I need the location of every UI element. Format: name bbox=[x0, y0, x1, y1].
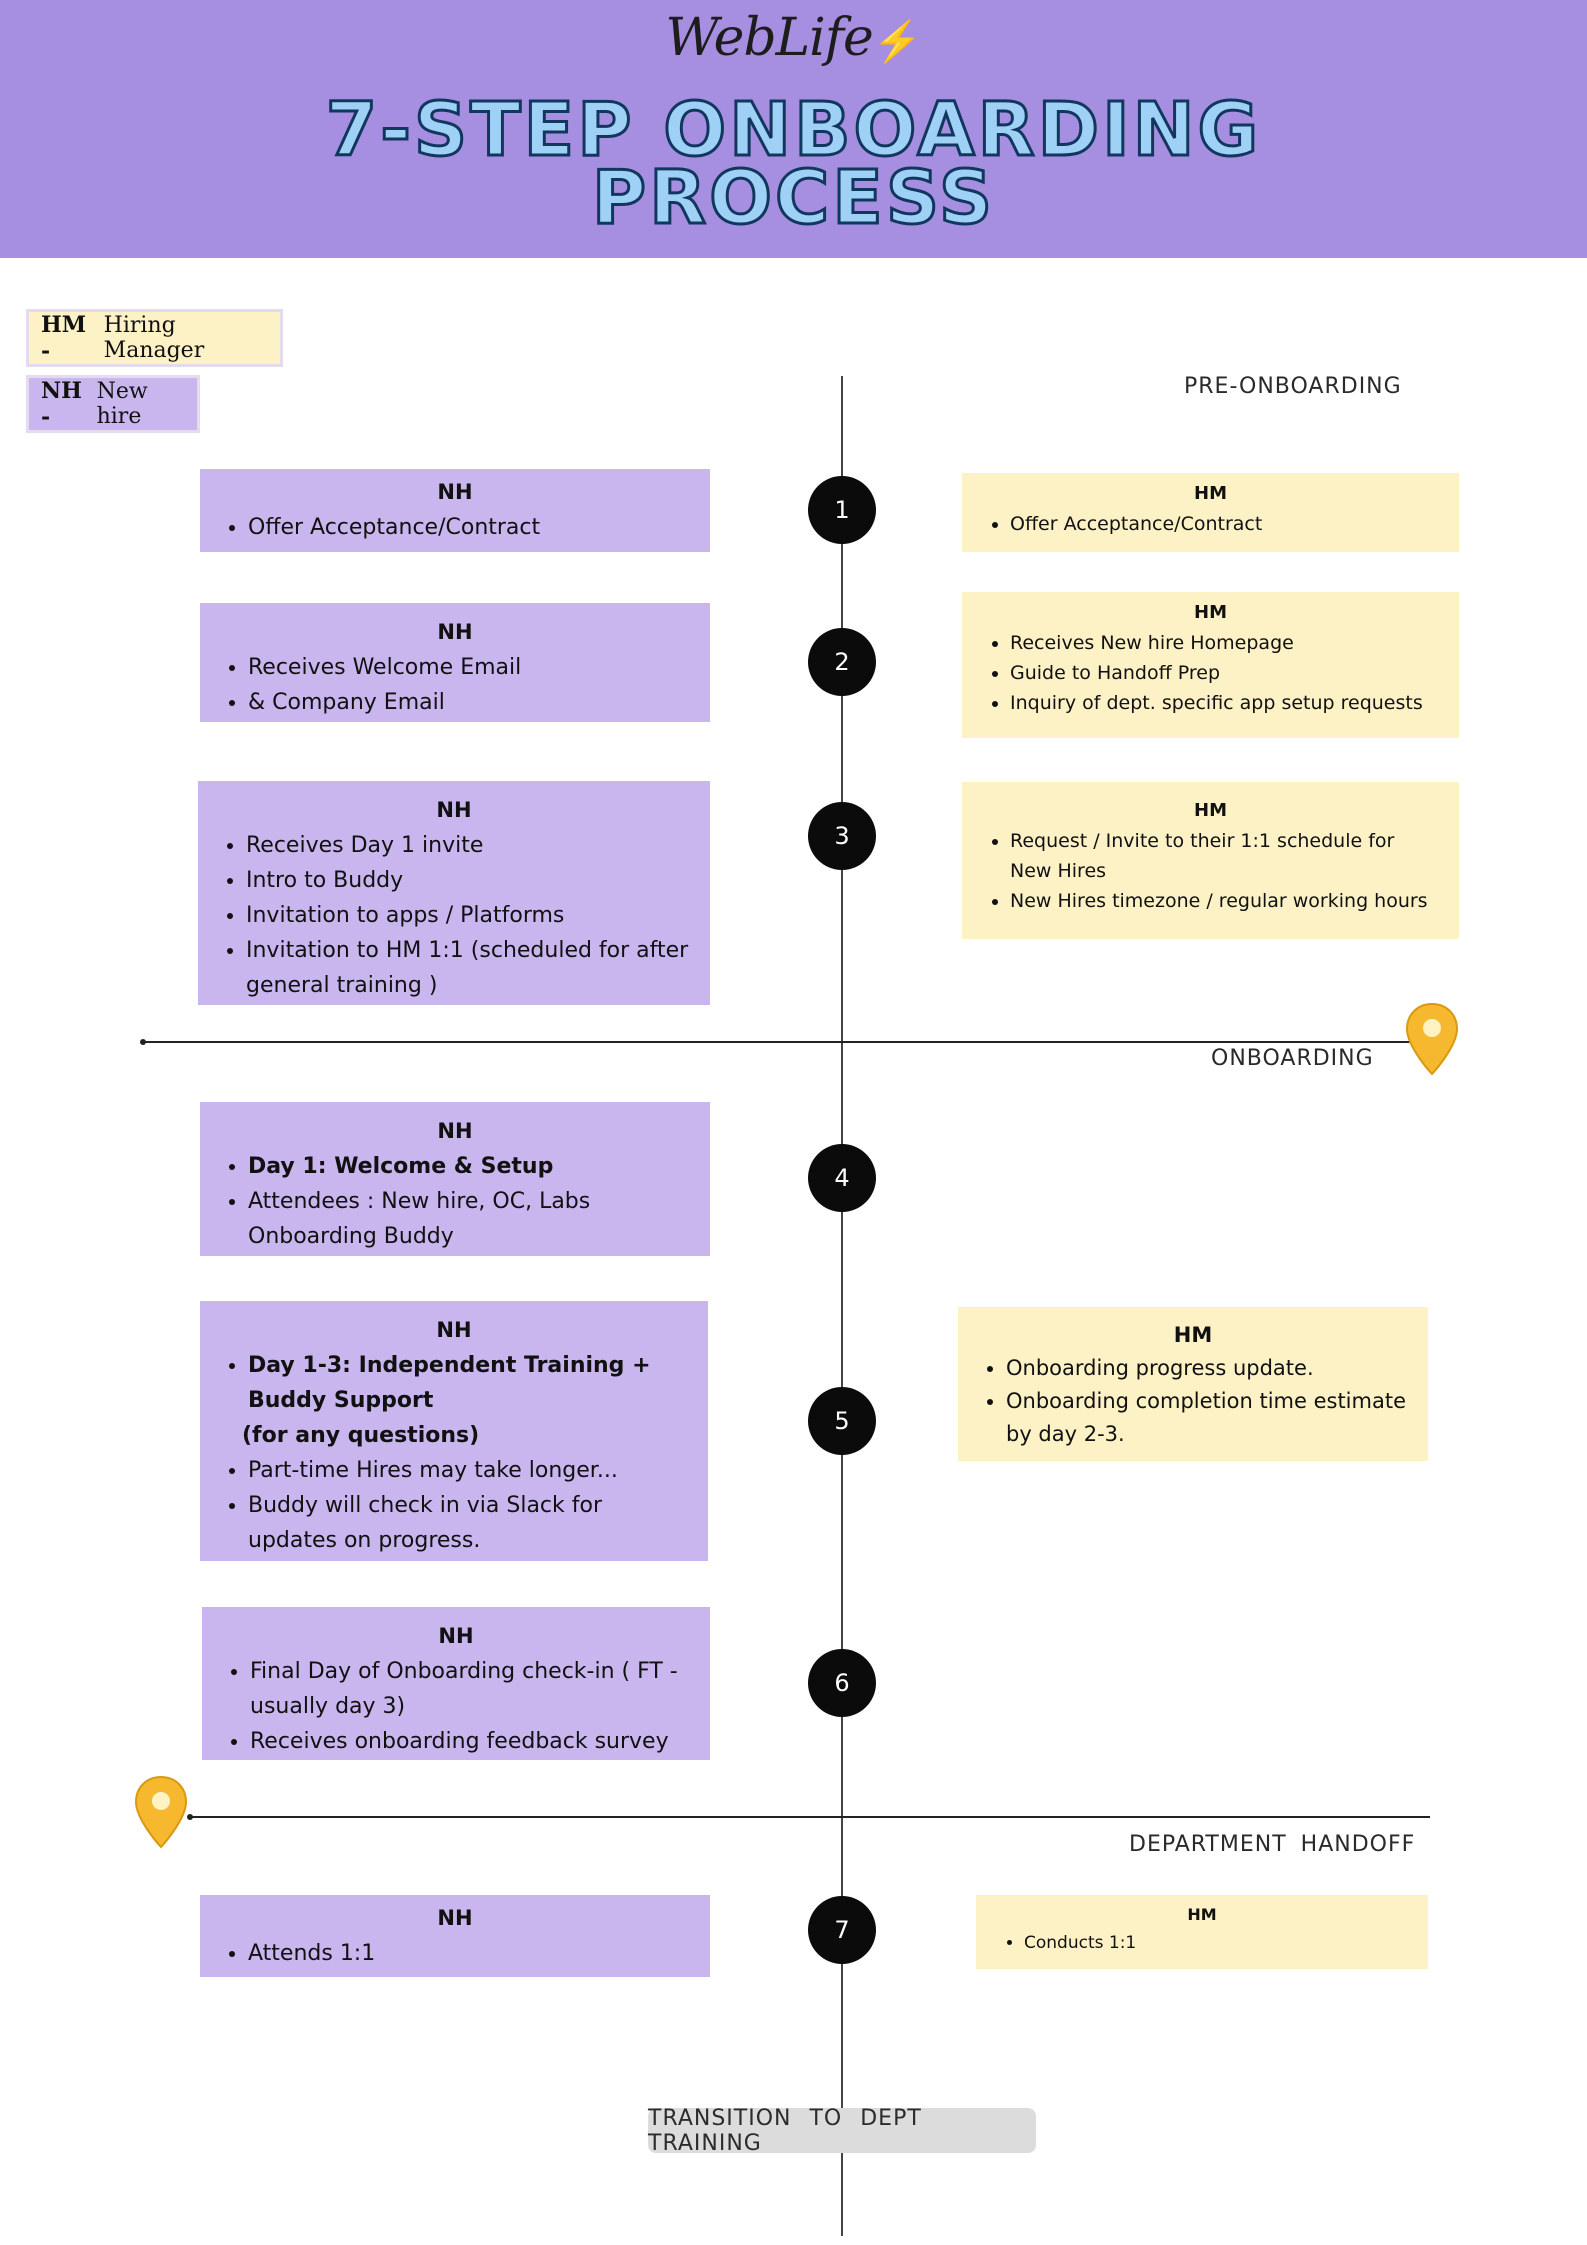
nh-box-step-3: NH Receives Day 1 invite Intro to Buddy … bbox=[198, 781, 710, 1005]
logo: WebLife⚡ bbox=[0, 8, 1587, 68]
list-item: Intro to Buddy bbox=[246, 863, 692, 898]
legend-hm-abbr: HM - bbox=[41, 312, 87, 364]
box-heading: HM bbox=[1173, 1323, 1213, 1347]
nh-box-step-6: NH Final Day of Onboarding check-in ( FT… bbox=[202, 1607, 710, 1760]
box-heading: HM bbox=[1194, 800, 1227, 821]
hm-box-step-3: HM Request / Invite to their 1:1 schedul… bbox=[962, 782, 1459, 939]
map-pin-icon bbox=[1405, 1002, 1459, 1076]
page-title-line-2: PROCESS bbox=[590, 155, 996, 241]
list-item: Final Day of Onboarding check-in ( FT - … bbox=[250, 1654, 692, 1724]
phase-onboarding: ONBOARDING bbox=[1211, 1046, 1374, 1071]
box-heading: HM bbox=[1194, 483, 1227, 504]
list-item: Inquiry of dept. specific app setup requ… bbox=[1010, 688, 1441, 718]
list-item: Request / Invite to their 1:1 schedule f… bbox=[1010, 826, 1441, 886]
box-heading: NH bbox=[437, 1119, 473, 1143]
legend-hm: HM - Hiring Manager bbox=[26, 309, 283, 367]
handoff-divider bbox=[187, 1814, 1430, 1820]
step-5-circle: 5 bbox=[808, 1387, 876, 1455]
step-7-circle: 7 bbox=[808, 1896, 876, 1964]
nh-box-step-5: NH Day 1-3: Independent Training + Buddy… bbox=[200, 1301, 708, 1561]
list-item: Offer Acceptance/Contract bbox=[1010, 509, 1441, 539]
list-item: Day 1-3: Independent Training + Buddy Su… bbox=[248, 1348, 690, 1418]
hm-box-step-2: HM Receives New hire Homepage Guide to H… bbox=[962, 592, 1459, 738]
page-title-line-1: 7-STEP ONBOARDING bbox=[324, 87, 1262, 173]
logo-text: WebLife bbox=[665, 8, 873, 68]
legend-nh-label: New hire bbox=[96, 379, 148, 429]
hm-box-step-7: HM Conducts 1:1 bbox=[976, 1895, 1428, 1969]
timeline-axis bbox=[841, 376, 843, 2236]
list-item: Day 1: Welcome & Setup bbox=[248, 1149, 692, 1184]
step-3-circle: 3 bbox=[808, 802, 876, 870]
list-item: Buddy will check in via Slack for update… bbox=[248, 1488, 690, 1558]
list-item: Invitation to HM 1:1 (scheduled for afte… bbox=[246, 933, 692, 1003]
list-item: Guide to Handoff Prep bbox=[1010, 658, 1441, 688]
nh-box-step-4: NH Day 1: Welcome & Setup Attendees : Ne… bbox=[200, 1102, 710, 1256]
nh-box-step-2: NH Receives Welcome Email & Company Emai… bbox=[200, 603, 710, 722]
lightning-icon: ⚡ bbox=[872, 19, 923, 65]
box-heading: NH bbox=[437, 480, 473, 504]
list-item: Attendees : New hire, OC, Labs Onboardin… bbox=[248, 1184, 692, 1254]
list-item-note: (for any questions) bbox=[242, 1423, 480, 1448]
hm-box-step-1: HM Offer Acceptance/Contract bbox=[962, 473, 1459, 552]
map-pin-icon bbox=[134, 1775, 188, 1849]
box-heading: NH bbox=[436, 798, 472, 822]
nh-box-step-1: NH Offer Acceptance/Contract bbox=[200, 469, 710, 552]
header-banner: WebLife⚡ 7-STEP ONBOARDING PROCESS bbox=[0, 0, 1587, 258]
list-item: Receives onboarding feedback survey bbox=[250, 1724, 692, 1759]
legend-hm-label: Hiring Manager bbox=[103, 313, 205, 363]
list-item: & Company Email bbox=[248, 685, 692, 720]
phase-pre-onboarding: PRE-ONBOARDING bbox=[1184, 374, 1402, 399]
list-item: Attends 1:1 bbox=[248, 1936, 692, 1971]
legend-nh-abbr: NH - bbox=[41, 378, 82, 430]
phase-department-handoff: DEPARTMENT HANDOFF bbox=[1129, 1832, 1416, 1857]
step-6-circle: 6 bbox=[808, 1649, 876, 1717]
box-heading: NH bbox=[437, 1906, 473, 1930]
list-item: Offer Acceptance/Contract bbox=[248, 510, 692, 545]
list-item: Onboarding completion time estimate by d… bbox=[1006, 1385, 1410, 1451]
list-item: Part-time Hires may take longer... bbox=[248, 1453, 690, 1488]
hm-box-step-5: HM Onboarding progress update. Onboardin… bbox=[958, 1307, 1428, 1461]
list-item: Onboarding progress update. bbox=[1006, 1352, 1410, 1385]
box-heading: NH bbox=[436, 1318, 472, 1342]
box-heading: NH bbox=[437, 620, 473, 644]
onboarding-divider bbox=[140, 1039, 1413, 1045]
step-4-circle: 4 bbox=[808, 1144, 876, 1212]
transition-label: TRANSITION TO DEPT TRAINING bbox=[648, 2106, 1036, 2156]
nh-box-step-7: NH Attends 1:1 bbox=[200, 1895, 710, 1977]
list-item: Receives Day 1 invite bbox=[246, 828, 692, 863]
list-item: Receives Welcome Email bbox=[248, 650, 692, 685]
list-item: Receives New hire Homepage bbox=[1010, 628, 1441, 658]
box-heading: HM bbox=[1187, 1905, 1217, 1924]
step-2-circle: 2 bbox=[808, 628, 876, 696]
list-item: Invitation to apps / Platforms bbox=[246, 898, 692, 933]
box-heading: NH bbox=[438, 1624, 474, 1648]
list-item: Conducts 1:1 bbox=[1024, 1929, 1410, 1957]
box-heading: HM bbox=[1194, 602, 1227, 623]
step-1-circle: 1 bbox=[808, 476, 876, 544]
list-item: New Hires timezone / regular working hou… bbox=[1010, 886, 1441, 916]
legend-nh: NH - New hire bbox=[26, 375, 200, 433]
